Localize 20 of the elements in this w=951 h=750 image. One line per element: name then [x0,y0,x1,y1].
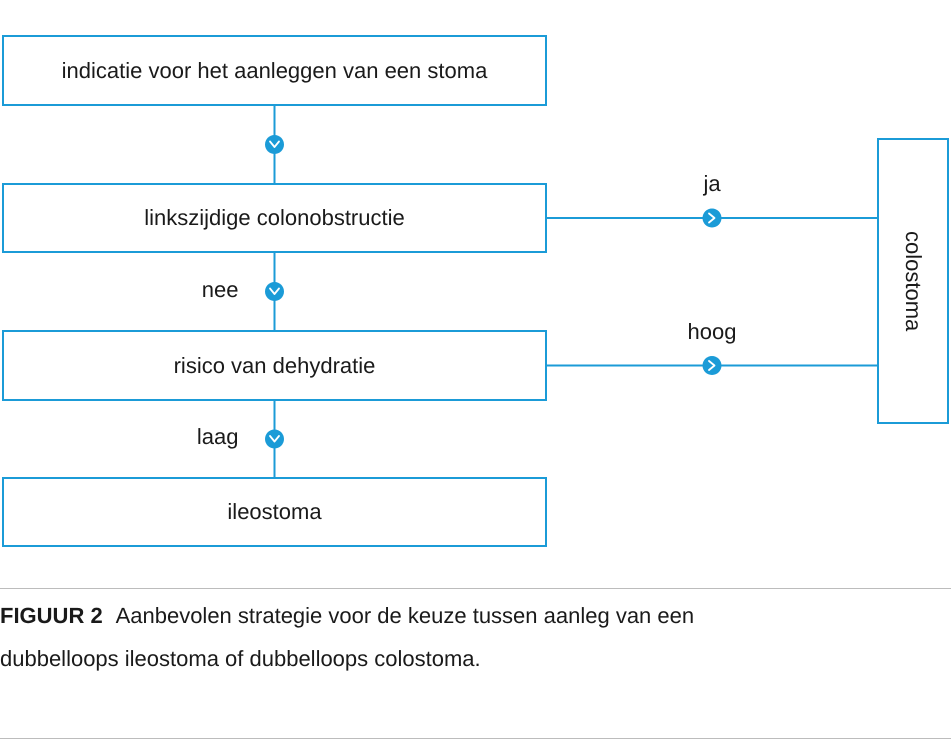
flow-arrow [265,401,284,477]
process-box [2,330,547,401]
caption: FIGUUR 2 Aanbevolen strategie voor de keuze tussen aanleg van een dubbelloops ileostoma of dubbelloops colostoma. [0,602,696,673]
process-box [2,477,547,547]
flow-arrow [265,106,284,183]
outcome-box [877,138,949,424]
edge-label: laag [196,423,238,451]
edge-label: nee [202,276,238,304]
process-box [2,35,547,106]
node-label: colostoma [900,230,927,332]
node-label: risico van dehydratie [172,352,376,380]
node-label: ileostoma [226,498,323,526]
node-label: indicatie voor het aanleggen van een stoma [60,56,488,84]
flow-arrow [265,253,284,330]
flow-arrow [547,208,877,228]
flow-arrow [547,356,877,375]
edge-label: hoog [688,318,736,346]
node-label: linkszijdige colonobstructie [143,204,406,232]
edge-label: ja [703,170,721,198]
process-box [2,183,547,253]
